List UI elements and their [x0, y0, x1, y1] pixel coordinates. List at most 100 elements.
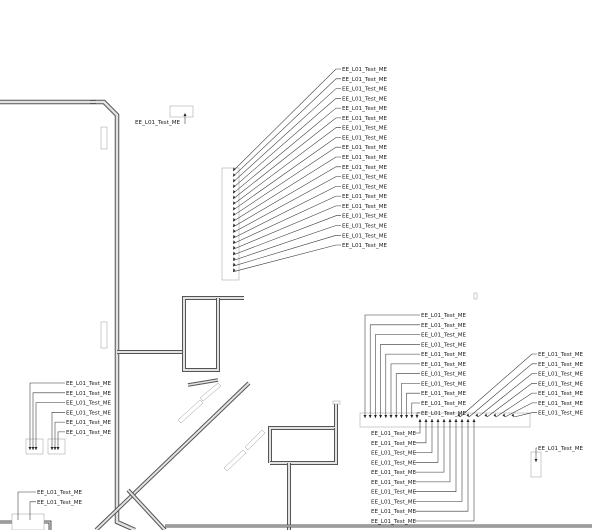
equipment-boxes — [11, 105, 542, 530]
leader-top-right — [232, 117, 341, 200]
tag-label-bottom-left: EE_L01_Test_ME — [37, 490, 83, 496]
leader-mid-right — [385, 353, 420, 418]
tag-label-bottom-middle: EE_L01_Test_ME — [371, 480, 417, 486]
arrow-top-right — [233, 173, 236, 177]
pipe-loop-top-fill — [183, 297, 244, 352]
leader-far-right — [495, 392, 537, 418]
leader-top-right — [232, 176, 341, 233]
arrow-bottom-middle — [442, 419, 446, 422]
arrow-mid-right — [415, 415, 419, 418]
tag-label-top-left: EE_L01_Test_ME — [135, 120, 181, 126]
tag-label-mid-right: EE_L01_Test_ME — [421, 313, 467, 319]
tag-label-far-right: EE_L01_Test_ME — [538, 362, 584, 368]
tag-label-top-right: EE_L01_Test_ME — [342, 204, 388, 210]
pipe-main-vertical-fill — [0, 100, 136, 530]
tag-label-top-right: EE_L01_Test_ME — [342, 194, 388, 200]
arrow-far-right — [511, 413, 514, 417]
leader-bottom-middle — [415, 419, 463, 502]
tag-label-bottom-middle: EE_L01_Test_ME — [371, 519, 417, 525]
leader-bottom-middle — [415, 419, 445, 473]
tag-label-top-right: EE_L01_Test_ME — [342, 106, 388, 112]
leader-bottom-middle — [415, 419, 451, 483]
leader-top-right — [232, 244, 341, 273]
equipment-box-top-left — [169, 105, 194, 118]
leader-bottom-middle — [415, 419, 427, 444]
arrow-bottom-middle — [424, 419, 428, 422]
pipe-loop-right — [182, 298, 220, 372]
small-marker — [473, 292, 478, 300]
leader-top-right — [232, 127, 341, 205]
arrow-top-right — [233, 240, 236, 244]
leader-top-right — [232, 166, 341, 228]
leader-far-right — [477, 373, 537, 418]
leader-left — [57, 431, 65, 450]
leader-mid-right — [411, 402, 420, 418]
tag-label-far-right: EE_L01_Test_ME — [538, 381, 584, 387]
arrow-mid-right — [379, 415, 383, 418]
leader-bottom-middle — [415, 419, 469, 512]
tag-label-far-right: EE_L01_Test_ME — [538, 391, 584, 397]
pipe-cap — [332, 400, 341, 405]
arrow-top-right — [233, 257, 236, 261]
arrow-far-right — [484, 413, 487, 417]
arrow-mid-right — [405, 415, 409, 418]
arrow-far-right — [502, 413, 505, 417]
leader-left — [35, 402, 65, 450]
leader-top-right — [232, 107, 341, 194]
tag-label-top-right: EE_L01_Test_ME — [342, 165, 388, 171]
arrow-top-right — [233, 245, 236, 250]
tag-label-bottom-middle: EE_L01_Test_ME — [371, 451, 417, 457]
tag-label-top-right: EE_L01_Test_ME — [342, 116, 388, 122]
leader-far-right — [486, 383, 537, 418]
tag-label-far-right: EE_L01_Test_ME — [538, 411, 584, 417]
leader-mid-right — [364, 314, 420, 418]
tag-label-bottom-middle: EE_L01_Test_ME — [371, 460, 417, 466]
arrow-top-right — [233, 189, 236, 194]
arrow-top-right — [233, 167, 236, 171]
pipe-right-loop-top-fill — [269, 404, 337, 463]
leader-far-right — [513, 412, 537, 418]
tag-label-top-right: EE_L01_Test_ME — [342, 175, 388, 181]
arrow-far-right — [466, 413, 469, 417]
tag-label-bottom-middle: EE_L01_Test_ME — [371, 490, 417, 496]
arrow-mid-right — [389, 415, 393, 418]
ghost-diag-2 — [199, 382, 222, 402]
leader-top-right — [232, 235, 341, 267]
tag-label-bottom-middle: EE_L01_Test_ME — [371, 509, 417, 515]
leader-bottom-middle — [415, 419, 433, 453]
pipe-diagonal-lower-fill — [127, 489, 166, 530]
ghost-segment-2 — [100, 321, 108, 349]
arrow-top-right — [233, 178, 236, 183]
arrow-left — [56, 447, 60, 450]
tag-label-top-right: EE_L01_Test_ME — [342, 96, 388, 102]
leader-top-right — [232, 156, 341, 222]
arrow-top-right — [233, 223, 236, 227]
tag-label-top-right: EE_L01_Test_ME — [342, 243, 388, 249]
tag-label-mid-right: EE_L01_Test_ME — [421, 352, 467, 358]
arrow-bottom-middle — [436, 419, 440, 422]
tag-label-top-right: EE_L01_Test_ME — [342, 233, 388, 239]
leader-mid-right — [395, 373, 420, 418]
equipment-box-bottom-left — [11, 513, 45, 530]
tag-label-far-right: EE_L01_Test_ME — [538, 352, 584, 358]
leader-top-right — [232, 68, 341, 172]
equipment-stack-top-right — [221, 167, 240, 281]
arrow-top-right — [233, 262, 236, 267]
equipment-box-left-2 — [47, 438, 66, 455]
tag-label-far-right-single: EE_L01_Test_ME — [538, 446, 584, 452]
arrow-mid-right — [384, 415, 388, 418]
tag-label-top-right: EE_L01_Test_ME — [342, 126, 388, 132]
tag-label-mid-right: EE_L01_Test_ME — [421, 411, 467, 417]
tag-label-top-right: EE_L01_Test_ME — [342, 223, 388, 229]
leader-left — [32, 392, 65, 450]
arrow-bottom-middle — [472, 419, 476, 422]
arrow-mid-right — [373, 415, 377, 418]
tag-label-top-right: EE_L01_Test_ME — [342, 184, 388, 190]
tag-label-bottom-middle: EE_L01_Test_ME — [371, 499, 417, 505]
ghost-diag-4 — [244, 429, 266, 451]
tag-label-mid-right: EE_L01_Test_ME — [421, 381, 467, 387]
arrow-mid-right — [410, 415, 414, 418]
leader-far-right — [504, 402, 537, 418]
tag-label-bottom-middle: EE_L01_Test_ME — [371, 470, 417, 476]
pipe-right-loop-top — [268, 404, 338, 463]
